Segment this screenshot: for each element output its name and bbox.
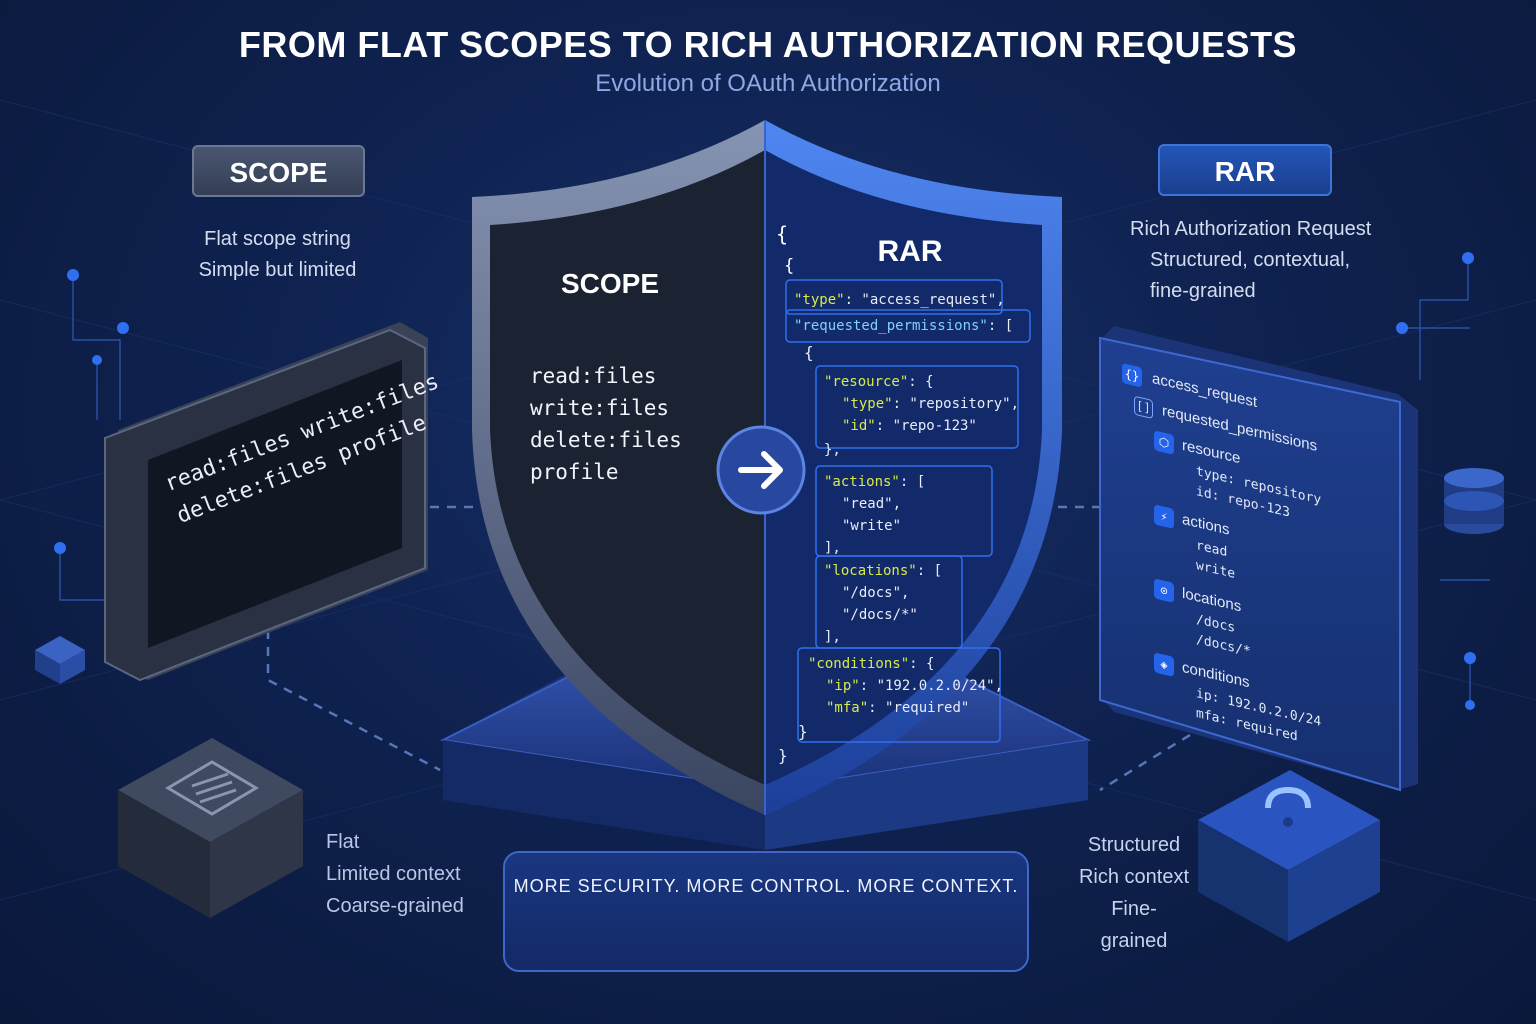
- json-value: : "repository",: [892, 396, 1020, 412]
- json-line-type: "type": "access_request",: [794, 289, 1005, 311]
- scope-bullet: Limited context: [326, 863, 461, 885]
- dashed-connectors: [266, 505, 1191, 792]
- right-cube: [1198, 770, 1380, 942]
- json-line-conditions: "conditions": {: [808, 653, 934, 675]
- shield-small-icon: ◈: [1154, 652, 1174, 677]
- scope-item: write:files: [530, 396, 670, 420]
- rar-desc-line: fine-grained: [1150, 280, 1256, 302]
- json-open-obj: {: [804, 343, 814, 362]
- json-open-outer: {: [776, 222, 789, 246]
- network-decoration-right: [1402, 258, 1490, 705]
- json-line-resource-type: "type": "repository",: [842, 393, 1019, 415]
- rar-bullet: Rich context: [1078, 866, 1190, 888]
- scope-bullet: Flat: [326, 831, 360, 853]
- json-action-read: "read",: [842, 496, 902, 512]
- json-close-outer: }: [778, 746, 788, 765]
- shield-scope-title: SCOPE: [560, 268, 660, 299]
- braces-icon: {}: [1122, 362, 1142, 388]
- tree-location-2: /docs/*: [1196, 632, 1251, 660]
- rar-desc-line: Rich Authorization Request: [1130, 218, 1372, 240]
- tree-resource: resource: [1182, 436, 1241, 468]
- scope-description: Flat scope string Simple but limited: [160, 224, 395, 286]
- json-close-resource: },: [824, 442, 841, 458]
- json-key: "locations": [824, 563, 917, 579]
- json-key: "mfa": [826, 700, 869, 716]
- tree-action-write: write: [1196, 558, 1236, 583]
- network-nodes-right: [1396, 252, 1476, 710]
- json-location-2: "/docs/*": [842, 607, 918, 623]
- json-line-resource: "resource": {: [824, 371, 934, 393]
- json-key: "type": [794, 292, 845, 308]
- scope-badge: SCOPE: [192, 145, 365, 197]
- small-cube: [35, 636, 85, 684]
- shield-scope-list: read:files write:files delete:files prof…: [530, 360, 682, 488]
- network-nodes-left: [54, 269, 129, 554]
- lightning-icon: ⚡: [1154, 504, 1174, 529]
- json-value: : {: [909, 656, 935, 672]
- shield-rar-title: RAR: [877, 235, 943, 268]
- json-boxes: [785, 279, 1031, 743]
- json-value: : [: [987, 318, 1014, 334]
- json-key: "ip": [826, 678, 860, 694]
- right-tree-panel: [1099, 326, 1418, 792]
- scope-item: read:files: [530, 364, 657, 388]
- rar-tree: {} access_request [] requested_permissio…: [1118, 360, 1408, 787]
- json-value: : "access_request",: [844, 292, 1005, 308]
- json-line-ip: "ip": "192.0.2.0/24",: [826, 675, 1003, 697]
- page-title: FROM FLAT SCOPES TO RICH AUTHORIZATION R…: [238, 24, 1298, 65]
- json-value: : "required": [868, 700, 970, 716]
- rar-badge: RAR: [1158, 144, 1332, 196]
- scope-item: profile: [530, 460, 619, 484]
- json-line-resource-id: "id": "repo-123": [842, 415, 977, 437]
- json-location-1: "/docs",: [842, 585, 910, 601]
- scope-bullet: Coarse-grained: [326, 895, 464, 917]
- cube-icon: ⬡: [1154, 430, 1174, 455]
- bottom-banner: [503, 851, 1029, 972]
- page-subtitle: Evolution of OAuth Authorization: [595, 70, 941, 97]
- json-line-locations: "locations": [: [824, 560, 942, 582]
- banner-text: MORE SECURITY. MORE CONTROL. MORE CONTEX…: [513, 876, 1019, 896]
- scope-desc-line: Flat scope string: [204, 228, 351, 250]
- location-pin-icon: ⊙: [1154, 578, 1174, 603]
- scope-desc-line: Simple but limited: [198, 259, 357, 281]
- rar-description: Rich Authorization Request Structured, c…: [1130, 214, 1400, 307]
- tree-actions: actions: [1182, 510, 1230, 539]
- json-action-write: "write": [842, 518, 902, 534]
- left-screen-device: [104, 322, 428, 682]
- json-close-actions: ],: [824, 540, 841, 556]
- json-close-inner: }: [798, 722, 808, 741]
- tree-action-read: read: [1196, 538, 1228, 561]
- json-value: : [: [916, 563, 943, 579]
- json-line-permissions: "requested_permissions": [: [794, 315, 1013, 337]
- shield: [472, 120, 1062, 815]
- json-open-inner: {: [784, 256, 795, 276]
- json-value: : "repo-123": [875, 418, 977, 434]
- json-key: "conditions": [808, 656, 910, 672]
- database-icon: [1444, 468, 1504, 534]
- tree-locations: locations: [1182, 584, 1242, 616]
- json-key: "resource": [824, 374, 909, 390]
- rar-desc-line: Structured, contextual,: [1150, 249, 1351, 271]
- scope-item: delete:files: [530, 428, 682, 452]
- left-cube: [118, 738, 303, 918]
- json-value: : "192.0.2.0/24",: [859, 678, 1004, 694]
- json-value: : [: [899, 474, 926, 490]
- network-decoration-left: [59, 275, 121, 601]
- json-value: : {: [908, 374, 934, 390]
- rar-bullets: Structured Rich context Fine-grained: [1078, 829, 1190, 957]
- tree-conditions: conditions: [1182, 658, 1250, 692]
- scope-bullets: Flat Limited context Coarse-grained: [326, 826, 464, 922]
- json-close-locations: ],: [824, 629, 841, 645]
- rar-bullet: Structured: [1087, 834, 1181, 856]
- arrow-right-icon: [716, 425, 806, 515]
- json-key: "actions": [824, 474, 900, 490]
- json-key: "id": [842, 418, 876, 434]
- rar-bullet: Fine-grained: [1100, 898, 1168, 952]
- json-key: "requested_permissions": [794, 318, 988, 334]
- json-line-actions: "actions": [: [824, 471, 925, 493]
- json-line-mfa: "mfa": "required": [826, 697, 969, 719]
- json-key: "type": [842, 396, 893, 412]
- brackets-icon: []: [1134, 395, 1153, 420]
